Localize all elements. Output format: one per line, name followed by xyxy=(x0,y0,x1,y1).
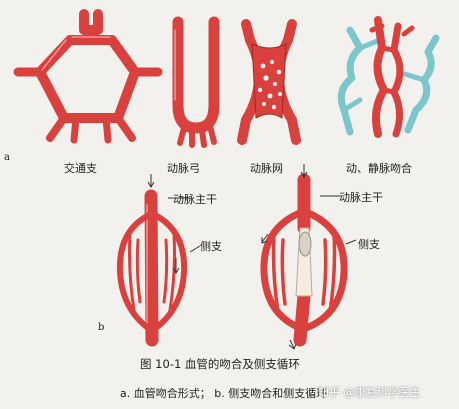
panel-b-letter: b xyxy=(98,322,105,333)
label-left-main-trunk: 动脉主干 xyxy=(173,193,217,206)
label-arterial-network: 动脉网 xyxy=(250,162,283,175)
label-communicating-branch: 交通支 xyxy=(64,162,97,175)
communicating-branch-figure xyxy=(13,9,163,144)
label-arterial-arch: 动脉弓 xyxy=(167,162,200,175)
collateral-anastomosis-figure xyxy=(116,174,201,347)
watermark: 知乎 @康复科学医生 xyxy=(318,386,421,399)
figure-caption-subtitle: a. 血管吻合形式； b. 侧支吻合和侧支循环 xyxy=(120,387,328,400)
collateral-circulation-figure xyxy=(260,164,357,350)
av-anastomosis-figure xyxy=(337,16,440,138)
arterial-network-figure xyxy=(237,19,301,145)
label-left-collateral: 侧支 xyxy=(200,240,222,253)
label-right-main-trunk: 动脉主干 xyxy=(339,191,383,204)
label-av-anastomosis: 动、静脉吻合 xyxy=(346,162,412,175)
panel-a-letter: a xyxy=(4,152,10,163)
label-right-collateral: 侧支 xyxy=(358,238,380,251)
figure-caption-title: 图 10-1 血管的吻合及侧支循环 xyxy=(140,357,300,371)
arterial-arch-figure xyxy=(172,16,220,148)
